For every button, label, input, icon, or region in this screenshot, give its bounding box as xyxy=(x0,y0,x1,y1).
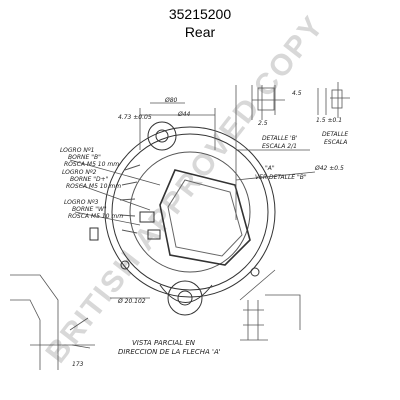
dim-bottom: Ø 20.102 xyxy=(117,298,146,305)
dim-d2: 4.5 xyxy=(292,90,302,97)
alternator-housing-outer xyxy=(104,126,276,298)
terminal-d xyxy=(147,229,161,240)
note-2-line-1: LOGRO Nº2 xyxy=(62,169,97,176)
caption-line-2: DIRECCION DE LA FLECHA 'A' xyxy=(118,348,221,356)
detail-right-title: DETALLE xyxy=(322,131,348,138)
note-3-line-3: ROSCA M5 10 mm xyxy=(68,213,123,220)
note-2-line-3: ROSCA M5 10 mm xyxy=(66,183,121,190)
dim-d1: 2.5 xyxy=(258,120,268,127)
dim-d3: 1.5 ±0.1 xyxy=(316,117,342,124)
caption-line-1: VISTA PARCIAL EN xyxy=(132,339,196,347)
detail-b-scale: ESCALA 2/1 xyxy=(262,143,297,150)
bottom-mounting-lug xyxy=(167,280,203,316)
note-1-line-3: ROSCA M5 10 mm xyxy=(64,161,119,168)
top-mounting-lug xyxy=(147,121,177,151)
detail-right-scale: ESCALA xyxy=(324,139,347,146)
note-1-line-1: LOGRO Nº1 xyxy=(60,147,94,154)
side-connector xyxy=(89,227,99,241)
bottom-mounting-hole xyxy=(177,290,193,306)
note-2-line-2: BORNE "D+" xyxy=(70,176,109,183)
detail-b-title: DETALLE 'B' xyxy=(262,135,298,142)
terminal-b xyxy=(139,211,155,223)
dim-top-1: Ø80 xyxy=(164,97,178,104)
alternator-housing-inner xyxy=(129,151,251,273)
dim-top-2: Ø44 xyxy=(177,111,191,118)
note-3-line-2: BORNE "W" xyxy=(72,206,107,213)
section-a-label: "A" xyxy=(265,165,275,172)
section-a-note: VER DETALLE "B" xyxy=(255,174,307,181)
dim-top-3: 4.73 ±0.05 xyxy=(118,114,152,121)
dim-footer: 173 xyxy=(72,361,84,368)
alternator-housing-rim xyxy=(111,133,269,291)
top-mounting-hole xyxy=(155,129,169,143)
part-number: 35215200 xyxy=(168,6,232,22)
regulator-block xyxy=(159,169,251,266)
note-1-line-2: BORNE "B" xyxy=(68,154,101,161)
dim-right: Ø42 ±0.5 xyxy=(314,165,344,172)
note-3-line-1: LOGRO Nº3 xyxy=(64,199,99,206)
view-label: Rear xyxy=(184,24,216,40)
